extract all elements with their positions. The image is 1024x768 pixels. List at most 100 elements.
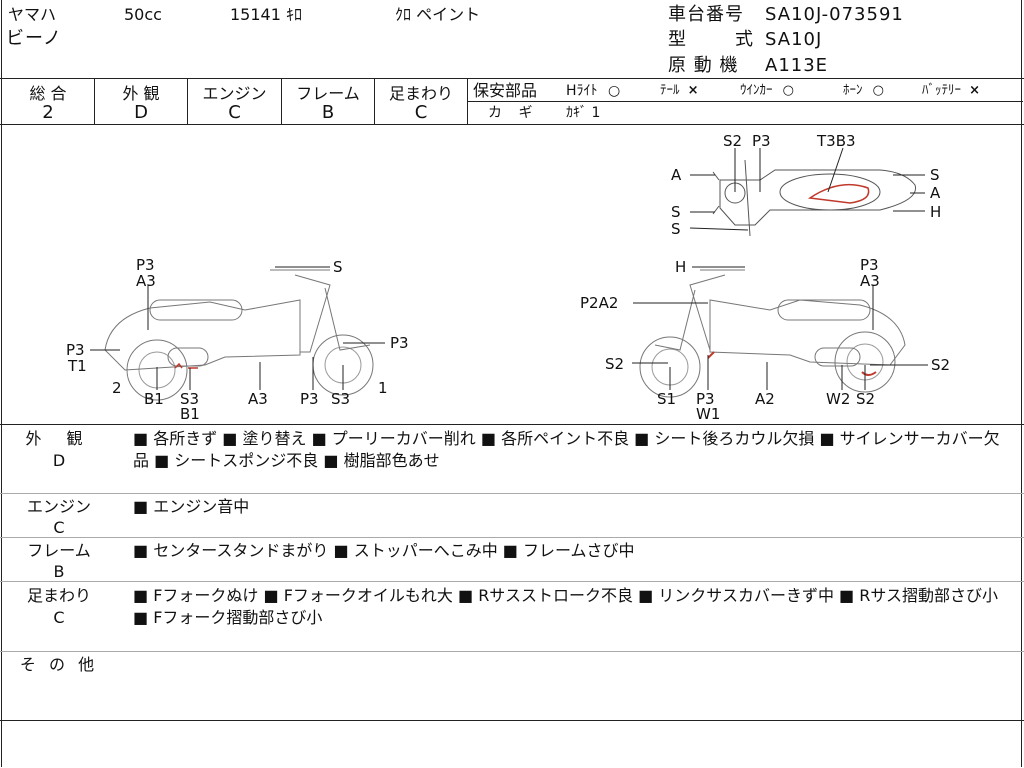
- leader-lines: [90, 147, 928, 390]
- diagram-label: A3: [248, 390, 268, 408]
- safety-item-battery: ﾊﾞｯﾃﾘｰ ×: [922, 82, 980, 100]
- diagram-label: S: [930, 166, 940, 184]
- diagram-label: S: [671, 203, 681, 221]
- rule-remarks-1: [0, 493, 1024, 494]
- grade-header-engine: エンジン: [202, 84, 267, 103]
- right-view: [639, 269, 906, 398]
- diagram-label: W2: [826, 390, 850, 408]
- remark-label-suspension: 足まわり: [26, 586, 91, 605]
- key-value: ｶｷﾞ 1: [566, 105, 601, 121]
- remark-grade-engine: C: [53, 518, 65, 537]
- diagram-label: T1: [67, 357, 87, 375]
- safety-item-label: ﾎｰﾝ: [843, 83, 863, 98]
- grade-value-engine: C: [228, 102, 241, 123]
- remark-grade-exterior: D: [52, 451, 66, 470]
- diagram-label: P2A2: [580, 294, 618, 312]
- engine-value: A113E: [765, 55, 829, 76]
- damage-diagram: S2 P3 T3B3 A S A S S H P3 A3 S P3 T1 P3 …: [66, 132, 950, 423]
- diagram-label: S: [671, 220, 681, 238]
- grade-header-frame: フレーム: [296, 84, 360, 103]
- safety-title: 保安部品: [473, 81, 538, 100]
- rule-v5: [467, 78, 468, 124]
- rule-remarks-top: [0, 424, 1024, 425]
- diagram-label: 2: [112, 379, 122, 397]
- diagram-label: S: [333, 258, 343, 276]
- diagram-label: T3B3: [816, 132, 856, 150]
- rule-remarks-3: [0, 581, 1024, 582]
- grade-header-suspension: 足まわり: [388, 84, 453, 103]
- remark-label-frame: フレーム: [27, 541, 91, 560]
- type-value: SA10J: [765, 29, 823, 50]
- model-name: ビーノ: [6, 28, 62, 49]
- safety-item-winker: ｳｲﾝｶｰ ○: [740, 82, 794, 100]
- safety-item-tail: ﾃｰﾙ ×: [660, 82, 699, 100]
- engine-label: 原 動 機: [668, 55, 739, 76]
- top-view: [712, 159, 917, 237]
- mileage: 15141 ｷﾛ: [230, 5, 302, 24]
- safety-item-label: ﾊﾞｯﾃﾘｰ: [922, 83, 961, 98]
- remark-text-suspension: ■ Fフォークぬけ ■ Fフォークオイルもれ大 ■ Rサスストローク不良 ■ リ…: [133, 586, 999, 627]
- frame-no-label: 車台番号: [668, 4, 744, 25]
- remark-label-engine: エンジン: [26, 497, 91, 516]
- remark-text-engine: ■ エンジン音中: [133, 497, 250, 516]
- diagram-label: S2: [723, 132, 742, 150]
- safety-item-label: ｳｲﾝｶｰ: [740, 83, 773, 98]
- remark-grade-frame: B: [53, 562, 65, 581]
- frame-no: SA10J-073591: [765, 4, 904, 25]
- diagram-label: H: [930, 203, 941, 221]
- maker: ヤマハ: [8, 5, 57, 24]
- diagram-label: A3: [136, 272, 156, 290]
- diagram-label: P3: [300, 390, 319, 408]
- diagram-label: P3: [390, 334, 409, 352]
- rule-v1: [94, 78, 95, 124]
- safety-item-mark: ○: [782, 83, 794, 98]
- remark-label-other: そ の 他: [19, 655, 99, 674]
- diagram-label: B1: [144, 390, 164, 408]
- rule-v4: [374, 78, 375, 124]
- key-label: カ ギ: [488, 105, 539, 121]
- safety-item-label: ﾃｰﾙ: [660, 83, 680, 98]
- body-color: ｸﾛ ペイント: [395, 5, 481, 24]
- safety-item-mark: ○: [872, 83, 884, 98]
- diagram-label: P3: [696, 390, 715, 408]
- grade-value-overall: 2: [42, 102, 54, 123]
- diagram-label: S2: [605, 355, 624, 373]
- grade-value-suspension: C: [414, 102, 428, 123]
- safety-item-horn: ﾎｰﾝ ○: [843, 82, 884, 100]
- diagram-label: S2: [856, 390, 875, 408]
- safety-item-label: Hﾗｲﾄ: [566, 83, 598, 99]
- grade-value-frame: B: [321, 102, 335, 123]
- remark-text-exterior: ■ 各所きず ■ 塗り替え ■ プーリーカバー削れ ■ 各所ペイント不良 ■ シ…: [133, 429, 1000, 470]
- grade-header-exterior: 外 観: [122, 84, 160, 103]
- rule-remarks-bottom: [0, 720, 1024, 721]
- diagram-label: A: [930, 184, 941, 202]
- safety-item-headlight: Hﾗｲﾄ ○: [566, 82, 620, 100]
- rule-remarks-4: [0, 651, 1024, 652]
- diagram-label: W1: [696, 405, 720, 423]
- safety-item-mark: ○: [607, 83, 621, 99]
- remark-grade-suspension: C: [53, 608, 65, 627]
- diagram-label: H: [675, 258, 686, 276]
- diagram-label: A2: [755, 390, 775, 408]
- rule-v3: [281, 78, 282, 124]
- diagram-label: B1: [180, 405, 200, 423]
- diagram-label: P3: [860, 256, 879, 274]
- diagram-label: P3: [136, 256, 155, 274]
- diagram-label: S3: [331, 390, 350, 408]
- rule-safety: [467, 101, 1023, 102]
- grade-value-exterior: D: [134, 102, 148, 123]
- diagram-label: P3: [752, 132, 771, 150]
- rule-top: [0, 78, 1024, 79]
- remark-label-exterior: 外 観: [25, 429, 93, 448]
- diagram-label: S3: [180, 390, 199, 408]
- diagram-label: A: [671, 166, 682, 184]
- rule-grades-bottom: [0, 124, 1024, 125]
- left-view: [104, 269, 374, 401]
- displacement: 50cc: [124, 5, 162, 24]
- safety-item-mark: ×: [687, 83, 699, 98]
- diagram-label: A3: [860, 272, 880, 290]
- diagram-label: P3: [66, 341, 85, 359]
- rule-remarks-2: [0, 537, 1024, 538]
